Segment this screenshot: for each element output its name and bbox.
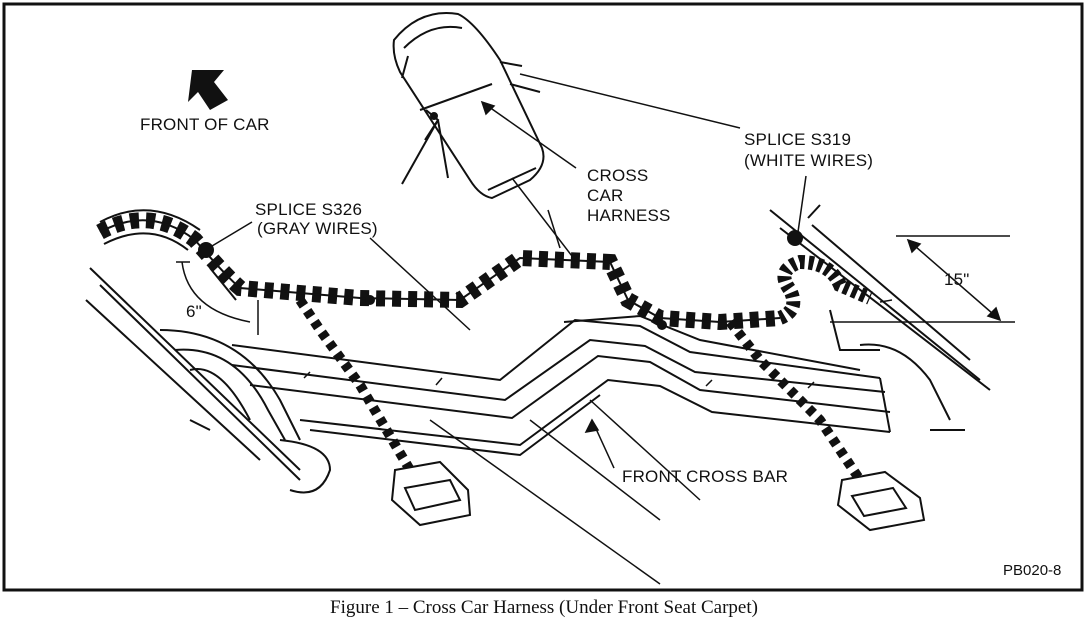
left-connector-icon [390, 460, 472, 527]
label-front-of-car: FRONT OF CAR [140, 115, 270, 134]
splice-center-icon [657, 320, 667, 330]
dimension-6-inch [176, 261, 259, 335]
perspective-lines [369, 73, 741, 585]
left-conduit [99, 209, 237, 301]
label-harness: HARNESS [587, 206, 671, 225]
figure-caption: Figure 1 – Cross Car Harness (Under Fron… [330, 597, 758, 618]
floor-structure [231, 314, 891, 457]
label-splice-s326-wires: (GRAY WIRES) [257, 219, 378, 238]
car-outline-icon [392, 12, 545, 200]
label-dim-15: 15" [944, 270, 970, 289]
diagram-border [2, 2, 1084, 592]
label-dim-6: 6" [186, 302, 202, 321]
right-connector-icon [836, 470, 926, 532]
splice-s326-icon [198, 242, 214, 258]
splice-mid-icon [365, 295, 375, 305]
leader-lines [211, 100, 807, 469]
front-arrow-icon [188, 70, 228, 110]
left-sill [85, 267, 332, 494]
label-splice-s326: SPLICE S326 [255, 200, 363, 219]
dimension-15-inch [830, 235, 1015, 323]
label-splice-s319-wires: (WHITE WIRES) [744, 151, 874, 170]
splice-s319-icon [787, 230, 803, 246]
figure-code: PB020-8 [1003, 562, 1062, 579]
label-splice-s319: SPLICE S319 [744, 130, 852, 149]
right-sill [769, 204, 991, 431]
label-cross: CROSS [587, 166, 649, 185]
floor-marks [303, 299, 893, 389]
label-front-cross-bar: FRONT CROSS BAR [622, 467, 789, 486]
label-car: CAR [587, 186, 624, 205]
